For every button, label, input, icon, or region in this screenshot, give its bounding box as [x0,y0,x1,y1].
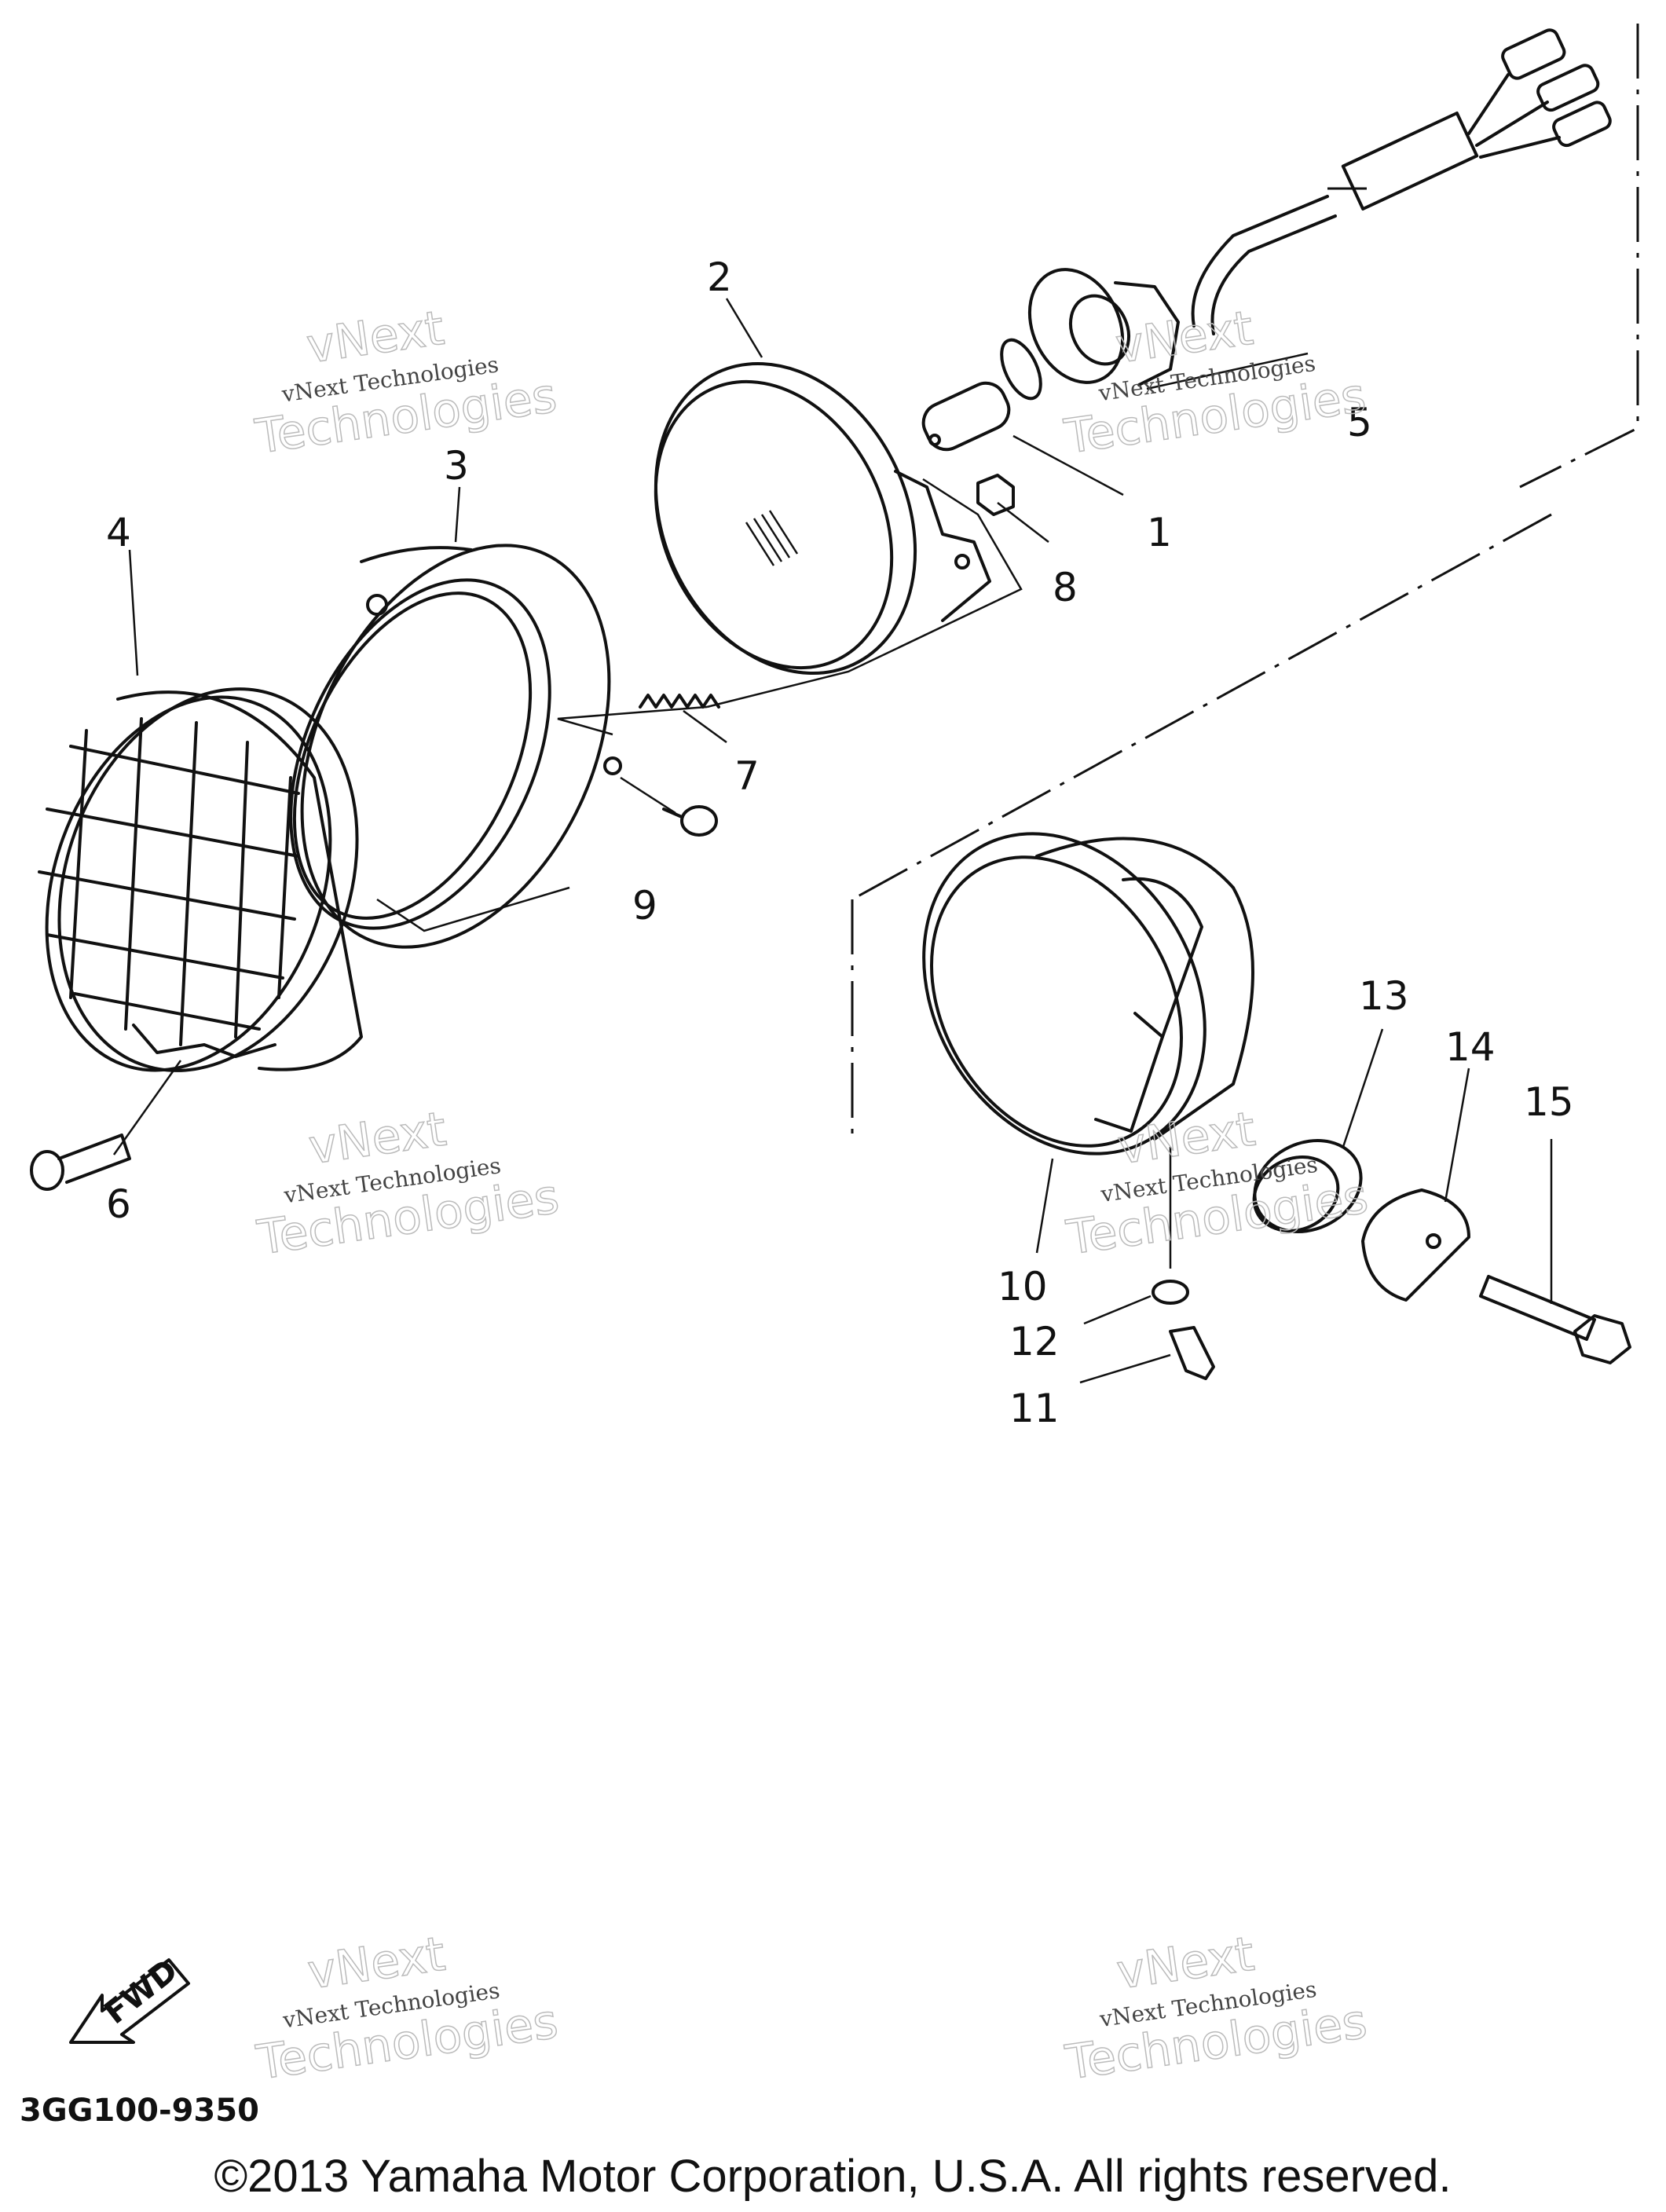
part-9-screw [662,805,718,837]
callout-10: 10 [998,1264,1048,1309]
part-10-headlight-housing [922,832,1254,1155]
part-code: 3GG100-9350 [20,2093,259,2129]
part-3-headlight-rim [289,544,622,949]
callout-15: 15 [1524,1079,1574,1125]
assembly-guide-lines [376,24,1639,1143]
callout-8: 8 [1053,565,1078,610]
callout-11: 11 [1009,1386,1060,1431]
part-7-adjusting-spring [639,694,720,709]
callout-9: 9 [632,883,657,928]
callout-4: 4 [106,510,131,555]
lens-hatch-marks [745,510,799,566]
part-13-grommet [1252,1139,1363,1233]
watermark-4: vNext vNext Technologies Technologies [1063,1101,1372,1266]
callout-3: 3 [444,443,469,489]
callout-14: 14 [1445,1024,1496,1070]
grille-mesh [38,717,300,1046]
connector-terminals [1467,28,1612,159]
callout-1: 1 [1147,510,1172,555]
copyright: ©2013 Yamaha Motor Corporation, U.S.A. A… [214,2151,1451,2202]
callout-12: 12 [1009,1319,1060,1364]
part-12-washer [1152,1280,1189,1305]
callout-2: 2 [707,255,732,300]
watermark-3: vNext vNext Technologies Technologies [254,1101,563,1266]
watermark-1: vNext vNext Technologies Technologies [251,300,561,465]
part-11-bolt [1169,1326,1215,1380]
part-6-screw [30,1133,131,1191]
callout-5: 5 [1347,400,1372,445]
part-14-cap [1361,1188,1470,1302]
leader-lines [112,298,1553,1384]
watermark-5: vNext vNext Technologies Technologies [252,1926,562,2091]
part-1-bulb [921,338,1042,452]
part-4-headlight-guard [38,687,363,1072]
fwd-arrow: FWD [69,1952,190,2044]
callout-13: 13 [1359,973,1409,1019]
part-8-nut [976,474,1015,516]
part-5-socket-cord [1027,28,1612,386]
callout-7: 7 [734,753,760,799]
callout-6: 6 [106,1181,131,1227]
watermark-2: vNext vNext Technologies Technologies [1060,300,1370,465]
part-2-headlight-lens-unit [654,361,991,676]
watermark-6: vNext vNext Technologies Technologies [1061,1926,1371,2091]
callout-numbers: 1 2 3 4 5 6 7 8 9 10 11 12 13 14 15 [106,255,1574,1431]
part-15-bolt [1479,1275,1631,1364]
